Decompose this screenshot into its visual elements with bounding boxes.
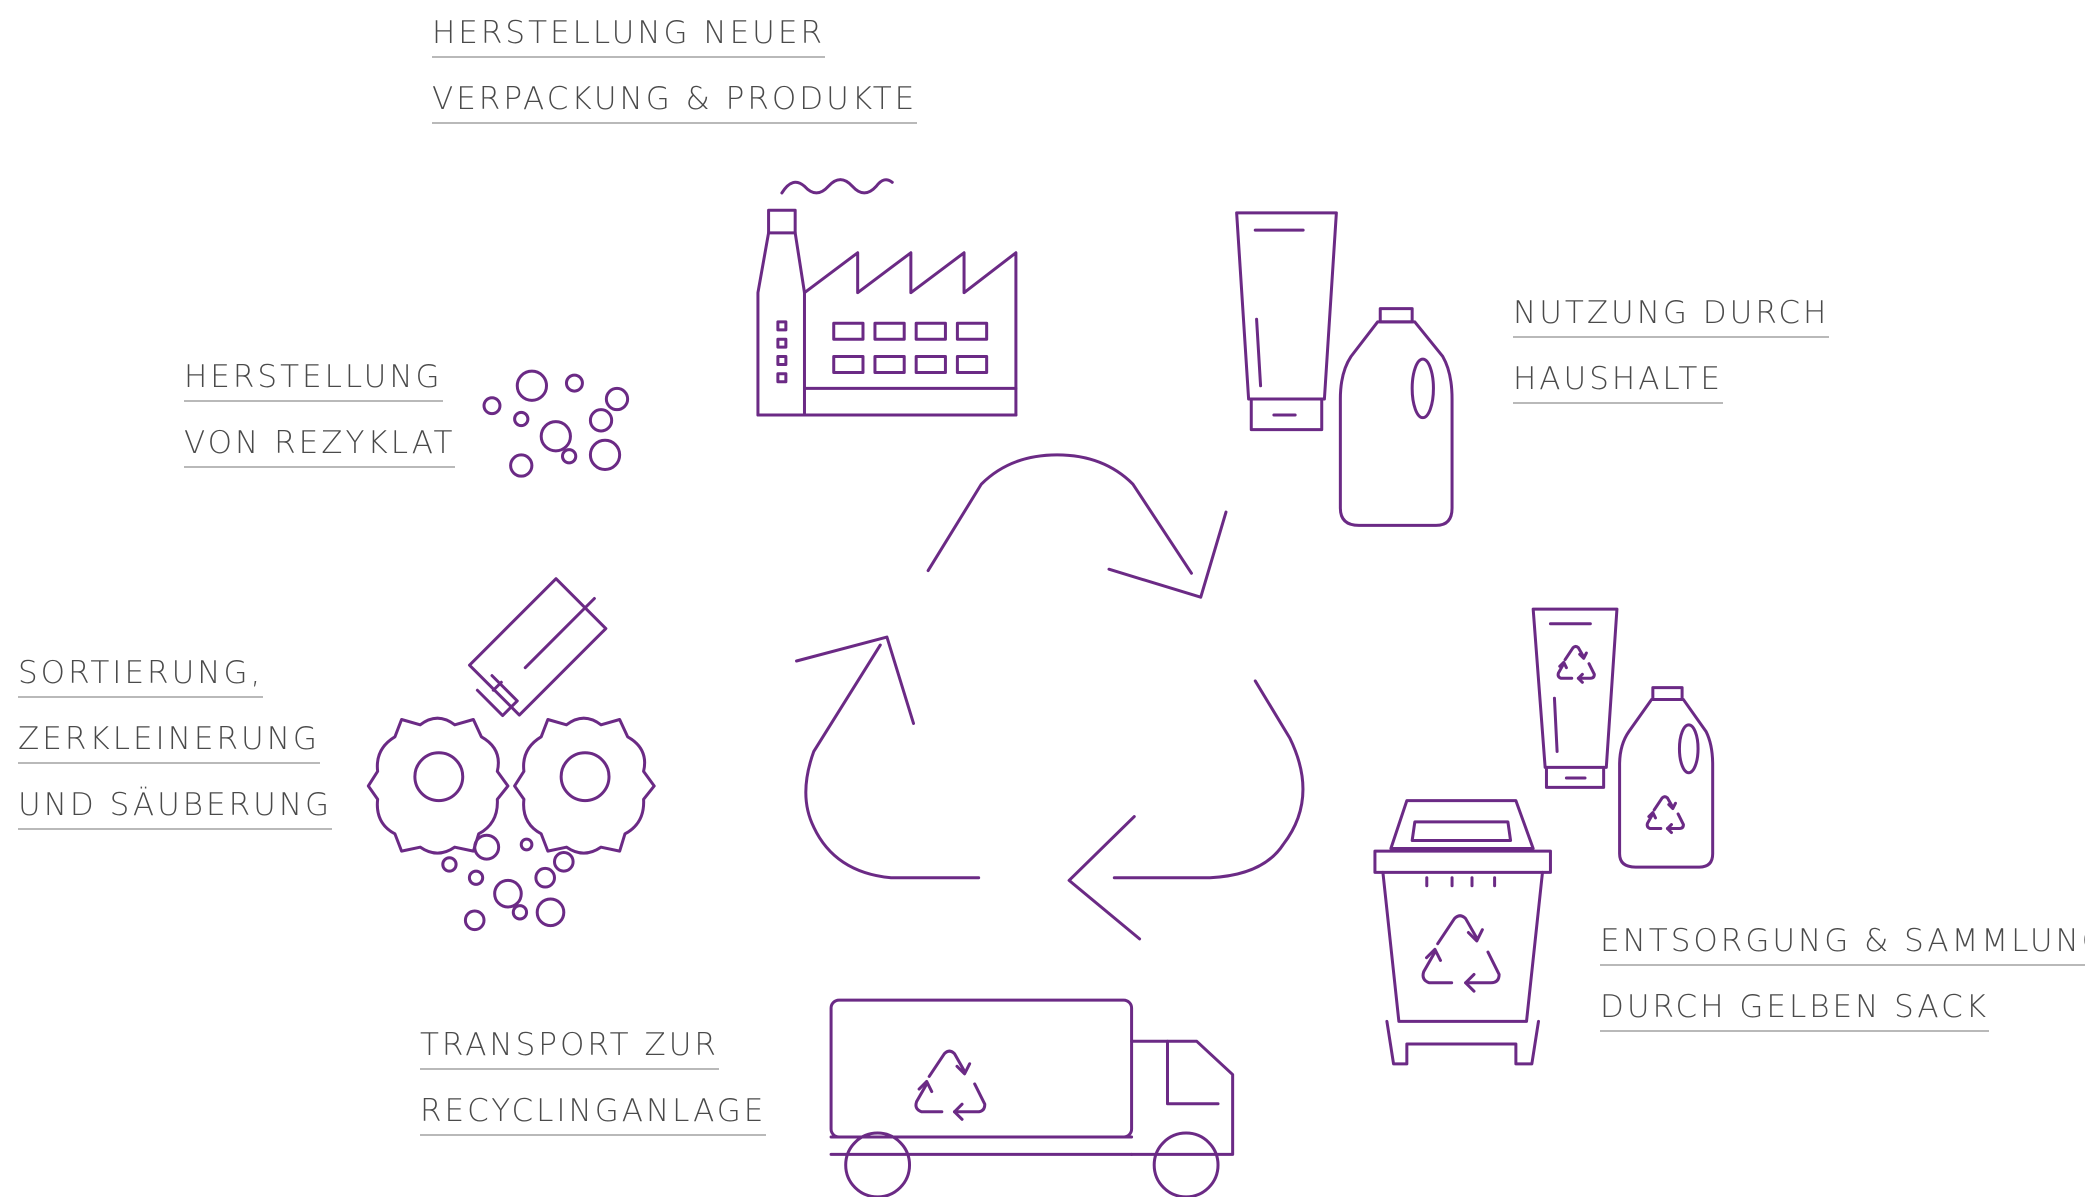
label-line: NUTZUNG DURCH bbox=[1513, 294, 1830, 338]
shredder-gears-icon bbox=[368, 579, 654, 930]
label-disposal: ENTSORGUNG & SAMMLUNG DURCH GELBEN SACK bbox=[1600, 922, 2085, 1054]
truck-icon bbox=[831, 1000, 1233, 1197]
recycling-arrows-icon bbox=[797, 455, 1303, 939]
label-line: ZERKLEINERUNG bbox=[18, 720, 320, 764]
label-production: HERSTELLUNG NEUER VERPACKUNG & PRODUKTE bbox=[432, 14, 918, 146]
label-recyclate: HERSTELLUNG VON REZYKLAT bbox=[184, 358, 456, 490]
label-line: HERSTELLUNG bbox=[184, 358, 443, 402]
label-line: VON REZYKLAT bbox=[184, 424, 456, 468]
label-sorting: SORTIERUNG, ZERKLEINERUNG UND SÄUBERUNG bbox=[18, 654, 333, 852]
granules-icon bbox=[484, 371, 628, 476]
label-line: ENTSORGUNG & SAMMLUNG bbox=[1600, 922, 2085, 966]
label-line: HAUSHALTE bbox=[1513, 360, 1723, 404]
label-line: SORTIERUNG, bbox=[18, 654, 264, 698]
label-line: HERSTELLUNG NEUER bbox=[432, 14, 825, 58]
label-transport: TRANSPORT ZUR RECYCLINGANLAGE bbox=[420, 1026, 767, 1158]
label-line: TRANSPORT ZUR bbox=[420, 1026, 719, 1070]
label-usage: NUTZUNG DURCH HAUSHALTE bbox=[1513, 294, 1830, 426]
recycling-bin-icon bbox=[1375, 609, 1713, 1064]
label-line: RECYCLINGANLAGE bbox=[420, 1092, 767, 1136]
label-line: DURCH GELBEN SACK bbox=[1600, 988, 1990, 1032]
tube-and-bottle-icon bbox=[1237, 213, 1452, 525]
label-line: UND SÄUBERUNG bbox=[18, 786, 333, 830]
factory-icon bbox=[758, 180, 1016, 415]
label-line: VERPACKUNG & PRODUKTE bbox=[432, 80, 918, 124]
